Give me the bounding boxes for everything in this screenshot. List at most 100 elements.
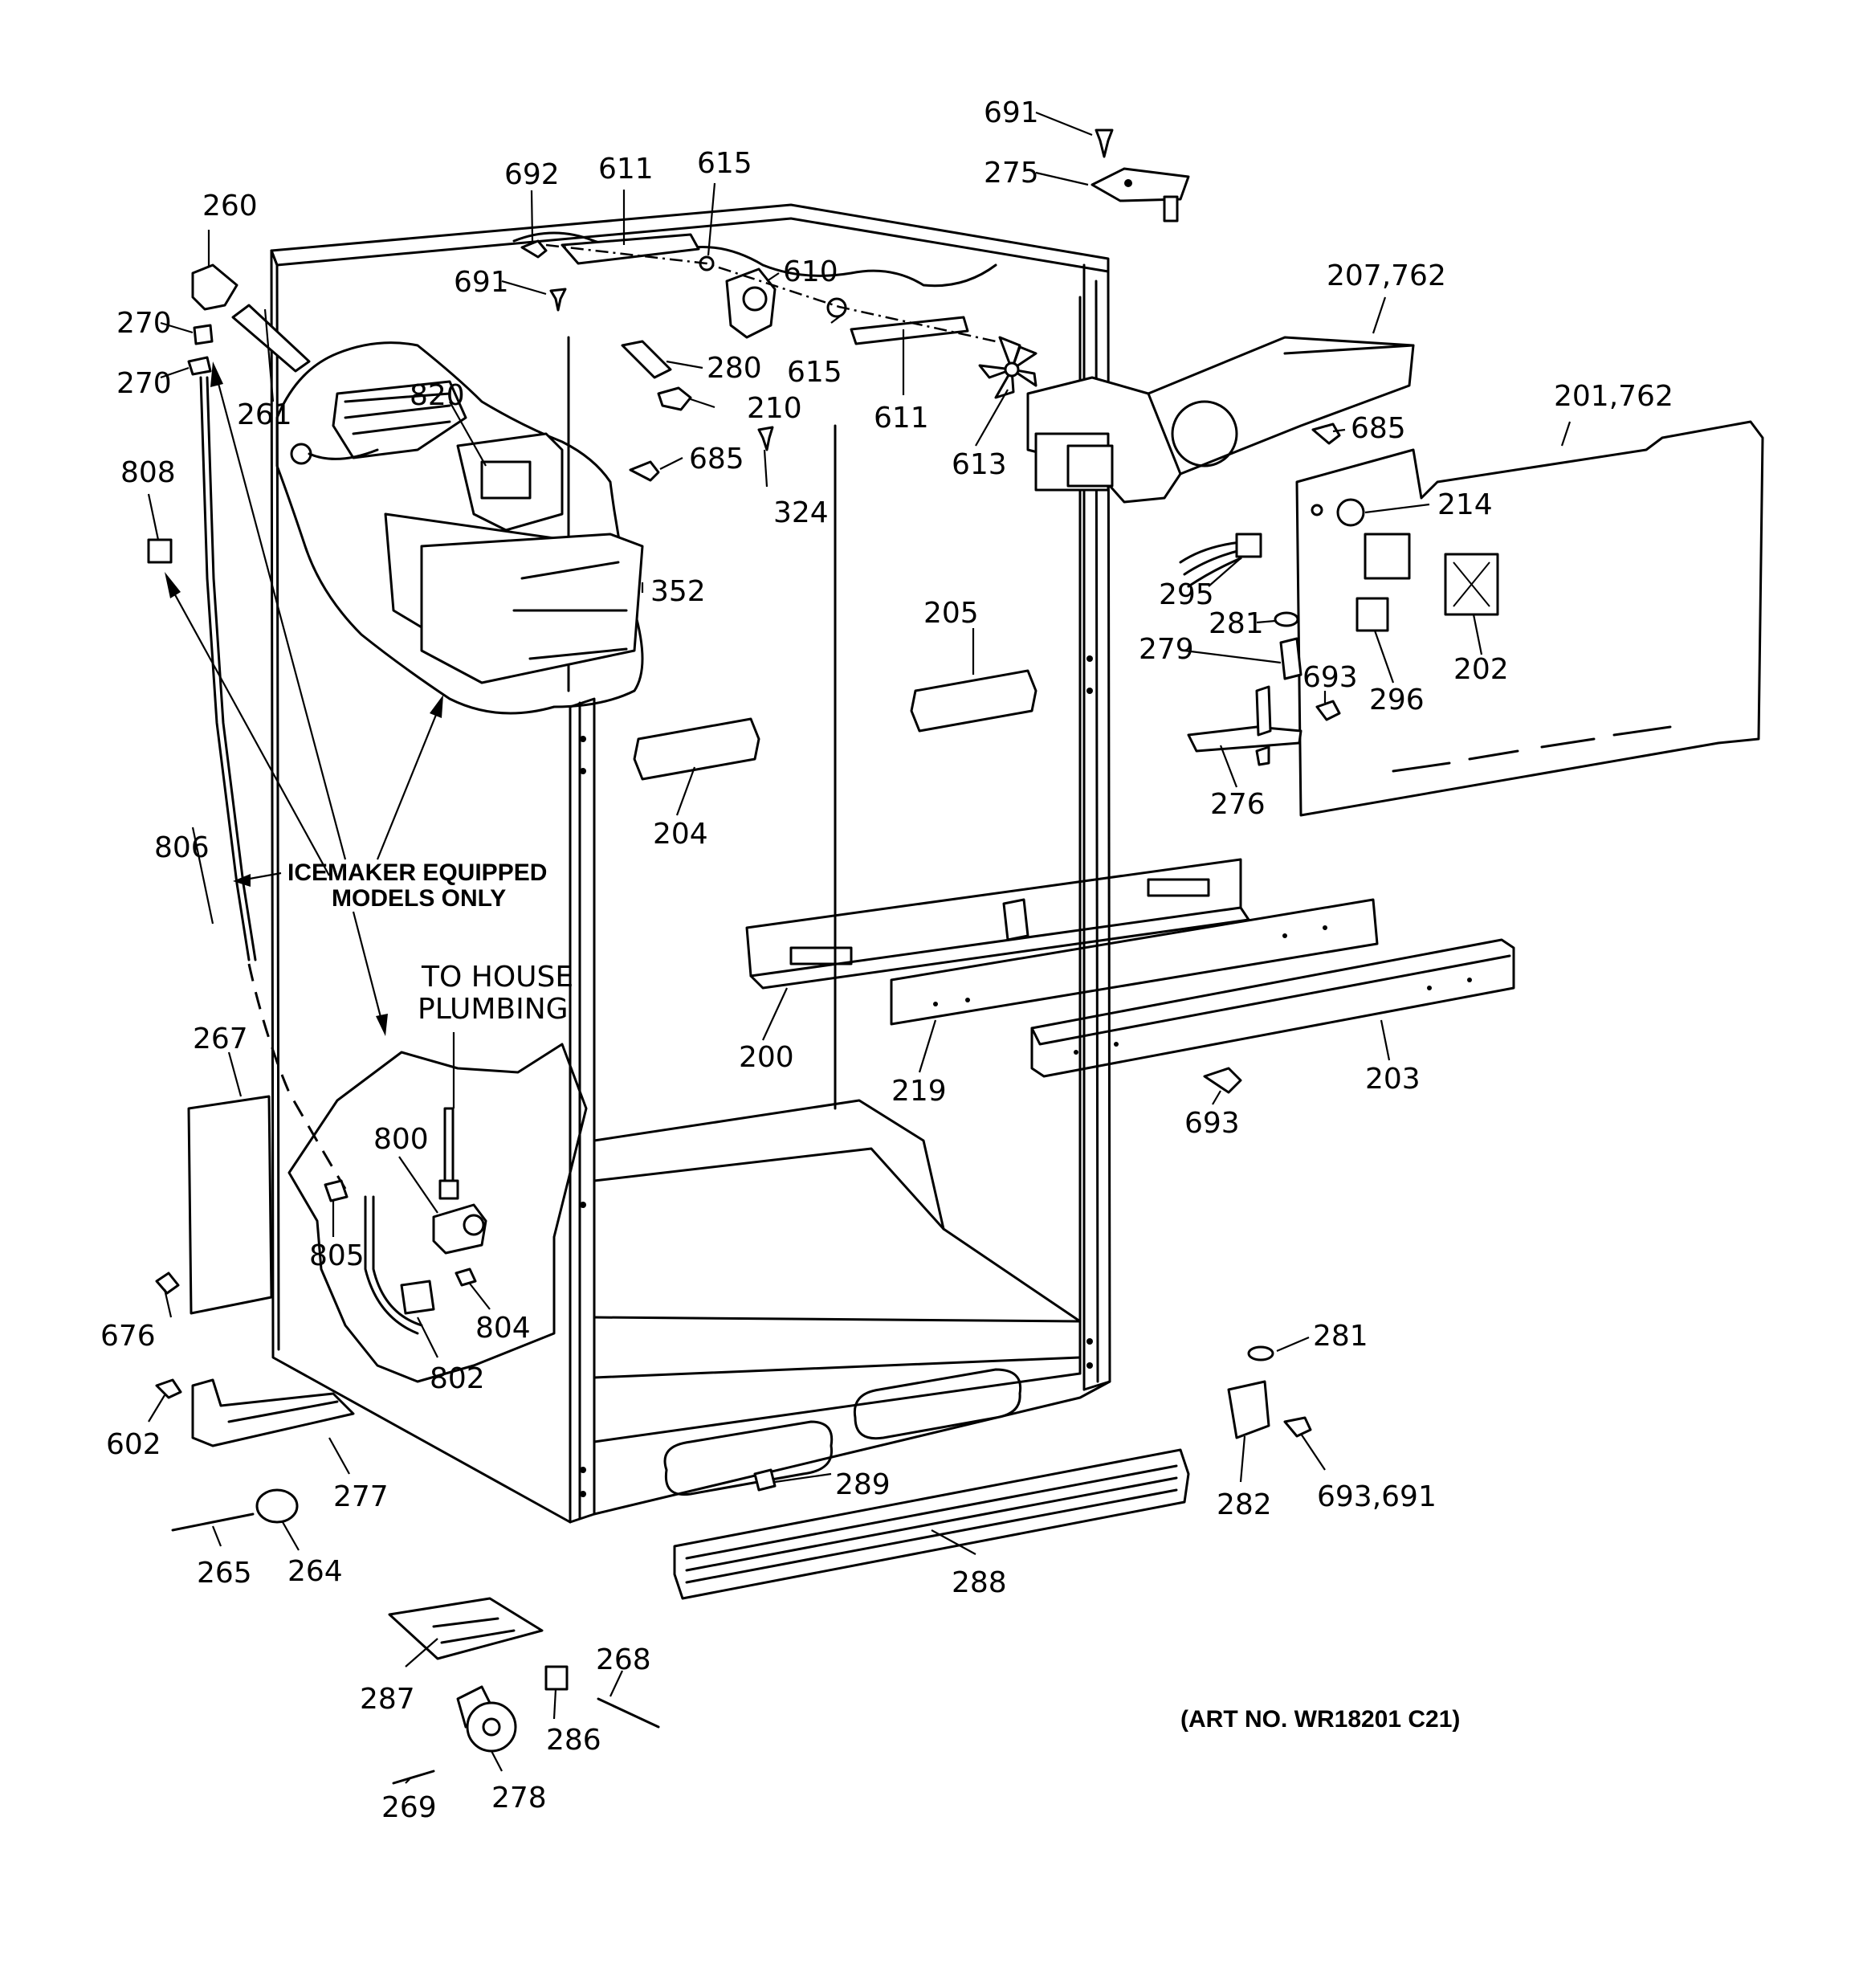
screw-676 bbox=[155, 1272, 180, 1295]
callout-labels: 691 275 692 611 615 610 691 260 270 270 … bbox=[100, 96, 1673, 1824]
callout-270-a: 270 bbox=[116, 307, 172, 340]
callout-692: 692 bbox=[504, 158, 560, 191]
callout-200: 200 bbox=[739, 1041, 794, 1074]
panel-267 bbox=[187, 1095, 273, 1315]
bolt-269 bbox=[392, 1770, 435, 1785]
callout-296: 296 bbox=[1369, 684, 1425, 716]
part-280 bbox=[621, 340, 672, 379]
bracket-611-mid bbox=[850, 316, 969, 345]
callout-289: 289 bbox=[835, 1468, 891, 1501]
callout-260: 260 bbox=[202, 190, 258, 222]
water-valve-cutaway-outline bbox=[287, 1043, 588, 1383]
screw-685-right bbox=[1311, 423, 1341, 445]
screw-324 bbox=[757, 426, 774, 451]
bracket-205 bbox=[910, 669, 1037, 733]
callout-203: 203 bbox=[1365, 1063, 1421, 1096]
callout-324: 324 bbox=[773, 496, 829, 529]
rail-200 bbox=[745, 858, 1250, 990]
screw-602 bbox=[155, 1378, 182, 1399]
rail-219 bbox=[890, 898, 1379, 1026]
bolt-268 bbox=[597, 1697, 660, 1729]
bracket-611-top bbox=[561, 233, 700, 265]
callout-287: 287 bbox=[360, 1683, 415, 1716]
wiring-295 bbox=[1179, 533, 1262, 588]
hinge-276 bbox=[1187, 685, 1302, 766]
callout-693-mid: 693 bbox=[1302, 661, 1358, 694]
light-socket-210 bbox=[657, 386, 692, 411]
tube-802 bbox=[364, 1195, 419, 1335]
callout-207-762: 207,762 bbox=[1327, 259, 1446, 292]
callout-613: 613 bbox=[952, 448, 1007, 481]
leader-lines bbox=[147, 111, 1572, 1784]
callout-808: 808 bbox=[120, 456, 176, 489]
callout-611-top: 611 bbox=[598, 153, 654, 186]
caster-278 bbox=[456, 1685, 517, 1753]
callout-693-low: 693 bbox=[1184, 1107, 1240, 1140]
callout-210: 210 bbox=[747, 392, 802, 425]
callout-214: 214 bbox=[1437, 488, 1493, 521]
screw-692 bbox=[520, 239, 548, 259]
callout-806: 806 bbox=[154, 831, 210, 864]
callout-295: 295 bbox=[1159, 578, 1214, 611]
callout-276: 276 bbox=[1210, 788, 1266, 821]
callout-267: 267 bbox=[193, 1023, 248, 1055]
callout-685-left: 685 bbox=[689, 443, 744, 476]
motor-610 bbox=[725, 267, 777, 339]
callout-693-691: 693,691 bbox=[1317, 1480, 1437, 1513]
callout-288: 288 bbox=[952, 1566, 1007, 1599]
icemaker-note-line1: ICEMAKER EQUIPPED bbox=[287, 859, 547, 886]
nut-270-a bbox=[193, 324, 214, 345]
bracket-204 bbox=[633, 717, 760, 781]
callout-280: 280 bbox=[707, 352, 762, 385]
callout-602: 602 bbox=[106, 1428, 161, 1461]
screw-691-mid bbox=[549, 288, 567, 312]
callout-205: 205 bbox=[923, 597, 979, 630]
callout-804: 804 bbox=[475, 1312, 531, 1345]
callout-820: 820 bbox=[410, 379, 465, 412]
plate-287 bbox=[388, 1597, 544, 1660]
callout-278: 278 bbox=[491, 1782, 547, 1815]
callout-286: 286 bbox=[546, 1724, 601, 1757]
clip-805 bbox=[324, 1179, 349, 1202]
bracket-277 bbox=[191, 1378, 355, 1447]
callout-800: 800 bbox=[373, 1123, 429, 1156]
screw-685-left bbox=[629, 460, 660, 482]
duct-207 bbox=[1026, 336, 1415, 504]
clamp-802 bbox=[400, 1280, 435, 1315]
plumbing-note-line2: PLUMBING bbox=[418, 993, 569, 1026]
icemaker-note-line2: MODELS ONLY bbox=[332, 885, 506, 912]
callout-352: 352 bbox=[650, 575, 706, 608]
notes: ICEMAKER EQUIPPED MODELS ONLY TO HOUSE P… bbox=[287, 859, 1460, 1733]
art-number: (ART NO. WR18201 C21) bbox=[1180, 1706, 1460, 1733]
fitting-260-261 bbox=[191, 263, 311, 373]
water-valve-800 bbox=[432, 1107, 487, 1255]
nut-804 bbox=[455, 1268, 477, 1287]
icemaker-assembly bbox=[290, 380, 644, 684]
top-cutaway-outline bbox=[512, 231, 997, 288]
callout-202: 202 bbox=[1453, 653, 1509, 686]
callout-610: 610 bbox=[783, 255, 838, 288]
callout-277: 277 bbox=[333, 1480, 389, 1513]
callout-281-low: 281 bbox=[1313, 1320, 1368, 1353]
water-tube-806 bbox=[199, 376, 251, 961]
rod-265 bbox=[171, 1512, 255, 1532]
callout-691-mid: 691 bbox=[454, 266, 509, 299]
callout-685-right: 685 bbox=[1351, 412, 1406, 445]
screw-693-691 bbox=[1283, 1416, 1312, 1438]
callout-275: 275 bbox=[984, 157, 1039, 190]
icemaker-arrows bbox=[165, 361, 443, 1036]
callout-269: 269 bbox=[381, 1791, 437, 1824]
callout-268: 268 bbox=[596, 1643, 651, 1676]
callout-676: 676 bbox=[100, 1320, 156, 1353]
screw-691-top bbox=[1095, 129, 1114, 158]
clip-808 bbox=[147, 538, 173, 564]
callout-691-top: 691 bbox=[984, 96, 1039, 129]
callout-615-mid: 615 bbox=[787, 356, 842, 389]
panel-201 bbox=[1295, 420, 1764, 817]
callout-270-b: 270 bbox=[116, 367, 172, 400]
callout-281-top: 281 bbox=[1209, 607, 1264, 640]
callout-219: 219 bbox=[891, 1075, 947, 1108]
screw-693-low bbox=[1203, 1067, 1242, 1094]
callout-264: 264 bbox=[287, 1555, 343, 1588]
